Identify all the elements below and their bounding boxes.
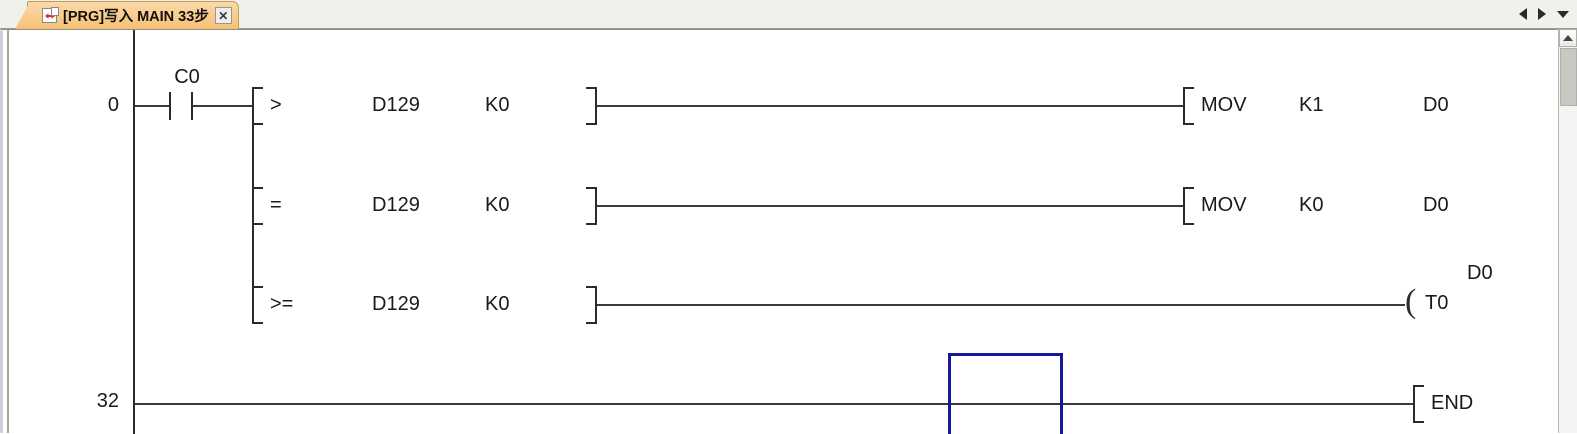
bracket-left-icon <box>252 187 263 225</box>
step-number-32: 32 <box>96 390 119 412</box>
tab-main-program[interactable]: [PRG]写入 MAIN 33步 ✕ <box>27 1 239 29</box>
compare-block-2[interactable]: = D129 K0 <box>252 187 597 225</box>
ladder-editor-inner: 0 32 C0 > D129 K0 <box>7 30 1577 434</box>
scroll-up-arrow-icon <box>1563 35 1573 41</box>
compare-operand2-1: K0 <box>485 94 510 116</box>
rung-wire-1b <box>597 105 1183 107</box>
bracket-left-icon <box>1183 87 1194 125</box>
compare-operator-3: >= <box>270 293 294 315</box>
rung-wire-2 <box>597 205 1183 207</box>
compare-operand2-3: K0 <box>485 293 510 315</box>
compare-operator-1: > <box>270 94 282 116</box>
mov-mnemonic-2: MOV <box>1201 194 1247 216</box>
mov-mnemonic-1: MOV <box>1201 94 1247 116</box>
compare-operator-2: = <box>270 194 282 216</box>
compare-operand2-2: K0 <box>485 194 510 216</box>
end-mnemonic: END <box>1431 392 1474 414</box>
step-number-0: 0 <box>107 94 119 116</box>
write-program-icon <box>42 7 59 23</box>
tab-strip: [PRG]写入 MAIN 33步 ✕ <box>0 0 1577 29</box>
mov-dest-2: D0 <box>1423 194 1449 216</box>
end-block[interactable]: END <box>1413 385 1539 423</box>
close-icon[interactable]: ✕ <box>214 7 232 24</box>
bracket-left-icon <box>1183 187 1194 225</box>
compare-block-3[interactable]: >= D129 K0 <box>252 286 597 324</box>
bracket-left-icon <box>252 286 263 324</box>
compare-operand1-3: D129 <box>372 293 420 315</box>
compare-operand1-1: D129 <box>372 94 420 116</box>
rung-wire-end <box>135 403 1413 405</box>
vertical-scrollbar[interactable] <box>1558 29 1577 433</box>
bracket-right-icon <box>586 87 597 125</box>
tab-title: [PRG]写入 MAIN 33步 <box>63 9 209 25</box>
coil-paren-left-icon: ( <box>1405 283 1417 320</box>
mov-source-1: K1 <box>1299 94 1324 116</box>
selection-cursor[interactable] <box>948 353 1063 434</box>
scroll-up-button[interactable] <box>1559 29 1577 47</box>
chevron-left-icon[interactable] <box>1519 8 1527 20</box>
compare-block-1[interactable]: > D129 K0 <box>252 87 597 125</box>
timer-coil-t0[interactable]: ( T0 ) <box>1405 283 1539 324</box>
left-power-rail <box>133 30 135 434</box>
bracket-right-icon <box>586 187 597 225</box>
contact-c0[interactable] <box>135 92 223 120</box>
scrollbar-thumb[interactable] <box>1560 48 1577 106</box>
mov-dest-1: D0 <box>1423 94 1449 116</box>
chevron-down-icon[interactable] <box>1557 10 1569 18</box>
mov-source-2: K0 <box>1299 194 1324 216</box>
bracket-left-icon <box>1413 385 1424 423</box>
bracket-right-icon <box>586 286 597 324</box>
mov-block-1[interactable]: MOV K1 D0 <box>1183 87 1539 125</box>
timer-preset-label: D0 <box>1467 262 1493 284</box>
rung-wire-1a <box>221 105 253 107</box>
tab-strip-background <box>0 0 1577 28</box>
bracket-left-icon <box>252 87 263 125</box>
timer-coil-label: T0 <box>1425 292 1449 314</box>
chevron-right-icon[interactable] <box>1538 8 1546 20</box>
compare-operand1-2: D129 <box>372 194 420 216</box>
rung-wire-3 <box>597 304 1405 306</box>
tab-navigation <box>1519 4 1569 24</box>
ladder-canvas[interactable]: 0 32 C0 > D129 K0 <box>9 30 1539 434</box>
contact-label-c0: C0 <box>174 66 200 88</box>
mov-block-2[interactable]: MOV K0 D0 <box>1183 187 1539 225</box>
ladder-editor: 0 32 C0 > D129 K0 <box>0 29 1577 434</box>
